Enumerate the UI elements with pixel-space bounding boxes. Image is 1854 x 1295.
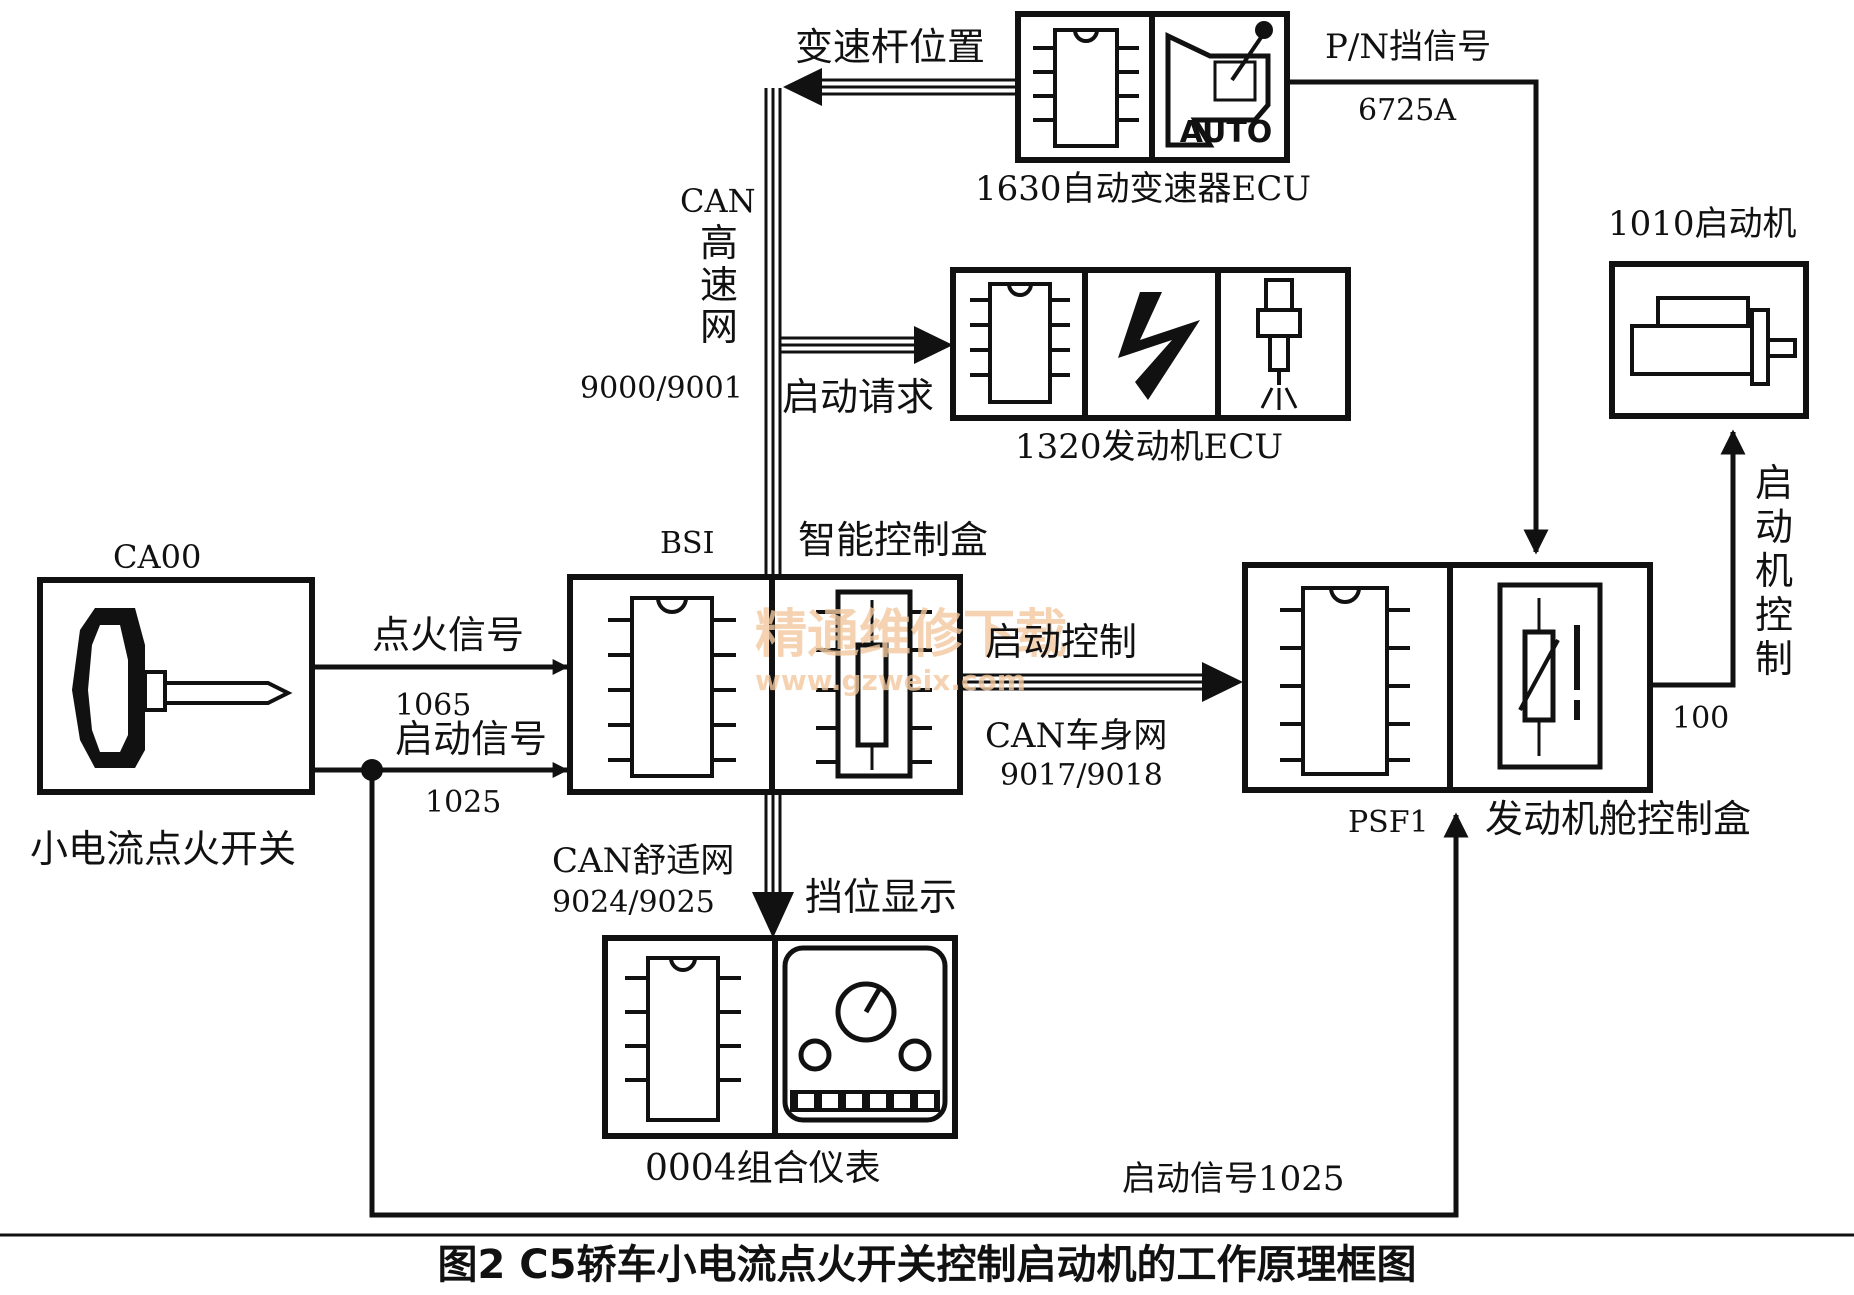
- start-signal-label: 启动信号: [395, 717, 547, 761]
- can-high-label-line: CAN: [680, 182, 756, 220]
- gear-position-arrow: [783, 68, 1018, 106]
- lightning-icon: [1118, 292, 1200, 400]
- cluster-name: 0004组合仪表: [645, 1148, 881, 1189]
- watermark-url: www.gzweix.com: [755, 664, 1026, 697]
- starter-control-label: 启 动 机 控 制: [1755, 461, 1793, 681]
- ignition-switch-block: [37, 577, 315, 795]
- pn-signal-label: P/N挡信号: [1325, 27, 1491, 67]
- watermark-text: 精通维修下载: [755, 605, 1067, 665]
- starter-block: [1609, 261, 1809, 419]
- chip-icon: [1033, 28, 1139, 148]
- starter-control-wire-number: 100: [1672, 701, 1729, 736]
- can-high-speed-bus: [764, 88, 782, 580]
- can-body-wire-numbers: 9017/9018: [1000, 758, 1163, 793]
- engine-ecu-name: 1320发动机ECU: [1015, 427, 1283, 467]
- ignition-switch-code: CA00: [113, 538, 201, 576]
- ignition-switch-name: 小电流点火开关: [30, 827, 296, 871]
- bsi-block: [567, 574, 963, 795]
- starter-name: 1010启动机: [1608, 204, 1797, 244]
- bsi-name: 智能控制盒: [798, 518, 988, 562]
- psf1-name: 发动机舱控制盒: [1485, 797, 1751, 841]
- psf1-code: PSF1: [1348, 805, 1429, 840]
- can-comfort-label: CAN舒适网: [552, 841, 734, 881]
- junction-dot: [361, 759, 383, 781]
- starter-control-label-line: 启: [1755, 461, 1793, 505]
- gear-position-label: 变速杆位置: [795, 25, 985, 69]
- can-body-label: CAN车身网: [985, 716, 1167, 756]
- starter-control-label-line: 制: [1755, 637, 1793, 681]
- injector-icon: [1256, 278, 1302, 410]
- psf1-block: [1242, 562, 1653, 793]
- relay-icon: [1497, 582, 1603, 770]
- chip-icon: [625, 956, 741, 1122]
- starter-control-label-line: 机: [1755, 549, 1793, 593]
- start-control-arrow: [960, 662, 1243, 702]
- auto-label: AUTO: [1180, 115, 1273, 150]
- gear-display-label: 挡位显示: [805, 875, 957, 919]
- start-request-label: 启动请求: [782, 375, 934, 419]
- can-high-label-line: 网: [700, 305, 738, 349]
- gauge-icon: [782, 945, 948, 1123]
- start-wire-number: 1025: [425, 785, 501, 820]
- chip-icon: [608, 596, 736, 778]
- can-high-label-line: 速: [700, 263, 738, 307]
- start-request-arrow: [780, 326, 953, 364]
- chip-icon: [970, 282, 1070, 404]
- figure-caption: 图2 C5轿车小电流点火开关控制启动机的工作原理框图: [438, 1242, 1417, 1288]
- pn-signal-wire: [1287, 79, 1549, 555]
- gear-display-arrow: [752, 795, 794, 938]
- start-signal-loop-wire: [369, 770, 1469, 1218]
- instrument-cluster-block: [602, 935, 958, 1139]
- ignition-wire-number: 1065: [395, 688, 471, 723]
- gear-lever-icon: [1165, 21, 1273, 148]
- starter-motor-icon: [1630, 296, 1797, 386]
- ignition-signal-label: 点火信号: [372, 613, 524, 657]
- bsi-code: BSI: [660, 526, 714, 561]
- pn-wire-number: 6725A: [1358, 93, 1456, 128]
- can-high-label: CAN 高 速 网: [680, 182, 756, 349]
- can-high-label-line: 高: [700, 221, 738, 265]
- can-high-wire-numbers: 9000/9001: [580, 371, 743, 406]
- start-control-label: 启动控制: [985, 620, 1137, 664]
- start-signal-bottom-label: 启动信号1025: [1122, 1159, 1345, 1199]
- starter-control-label-line: 控: [1755, 593, 1793, 637]
- starter-control-wire: [1650, 429, 1746, 688]
- starter-control-label-line: 动: [1755, 505, 1793, 549]
- can-comfort-wire-numbers: 9024/9025: [552, 885, 715, 920]
- chip-icon: [1280, 586, 1410, 776]
- gearbox-ecu-name: 1630自动变速器ECU: [975, 169, 1311, 209]
- relay-icon: [816, 589, 932, 779]
- engine-ecu-block: [950, 267, 1351, 421]
- gearbox-ecu-block: AUTO: [1015, 11, 1290, 163]
